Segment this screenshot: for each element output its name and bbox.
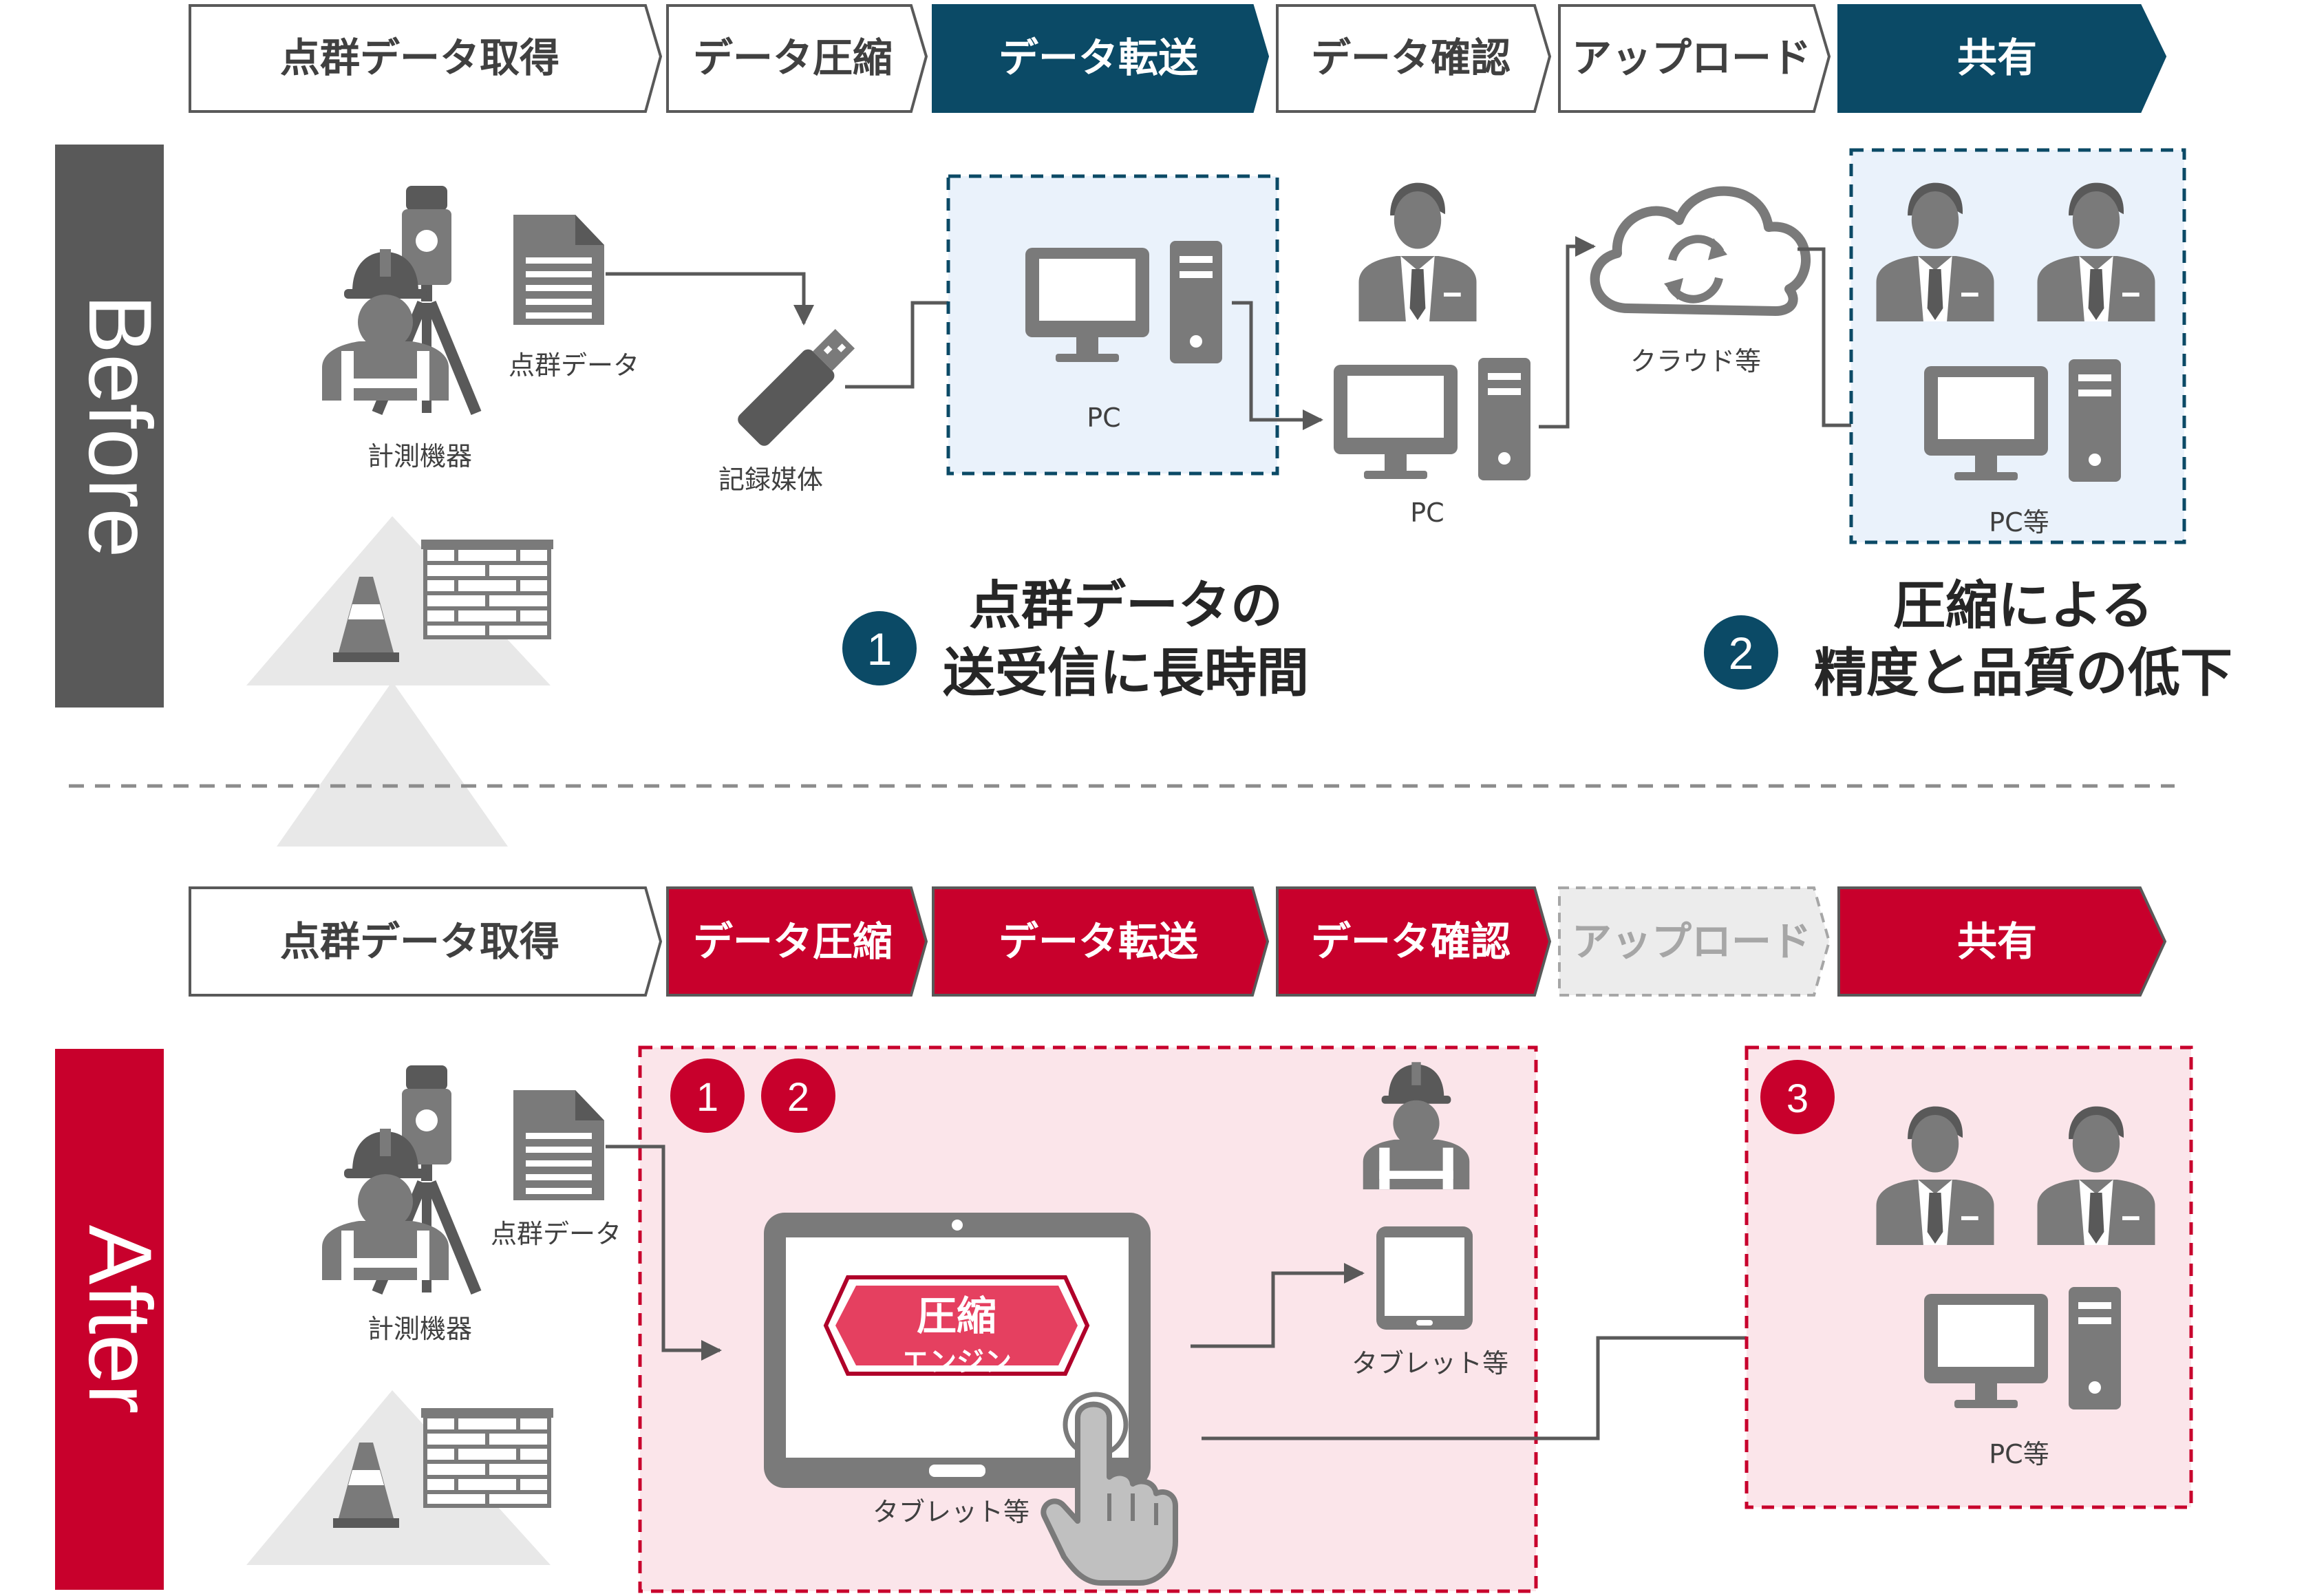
- before-pc-etc-label: PC等: [1989, 507, 2049, 538]
- before-measure-area: [277, 681, 508, 847]
- after-step-1[interactable]: 点群データ取得: [189, 886, 663, 997]
- issue-2-line2: 精度と品質の低下: [1814, 642, 2232, 703]
- cloud-icon: [1590, 186, 1811, 316]
- field-tablet-label: タブレット等: [1352, 1348, 1508, 1379]
- before-step-2-label: データ圧縮: [693, 34, 893, 81]
- arrow-tablet-to-share: [1202, 1336, 1844, 1440]
- engine-label-line1: 圧縮: [917, 1292, 996, 1339]
- before-pc2-label: PC: [1410, 498, 1444, 528]
- after-label-text: After: [70, 1225, 171, 1414]
- before-operator-icon: [1358, 182, 1477, 321]
- touch-hand-icon: [1041, 1392, 1178, 1586]
- after-step-2[interactable]: データ圧縮: [666, 886, 928, 997]
- before-share-highlight-box: [1849, 148, 2186, 544]
- arrow-doc-to-tablet: [606, 1145, 722, 1361]
- after-measuring-device-label: 計測機器: [367, 1314, 472, 1344]
- issue-1-line1: 点群データの: [969, 575, 1283, 636]
- engine-label-line2: エンジン: [902, 1346, 1012, 1378]
- issue-2-number: 2: [1729, 628, 1754, 679]
- after-measuring-scene: 計測機器: [246, 1065, 553, 1565]
- before-step-1-label: 点群データ取得: [280, 34, 559, 81]
- after-pc-etc-label: PC等: [1989, 1439, 2049, 1469]
- issue-2-badge: [1704, 615, 1778, 690]
- after-step-5[interactable]: アップロード: [1558, 886, 1831, 997]
- before-step-6[interactable]: 共有: [1837, 4, 2167, 113]
- before-step-6-label: 共有: [1957, 34, 2037, 81]
- before-step-2[interactable]: データ圧縮: [666, 4, 928, 113]
- after-section-label: After: [55, 1049, 171, 1590]
- storage-media-label: 記録媒体: [718, 465, 823, 495]
- after-step-2-label: データ圧縮: [693, 918, 893, 965]
- after-step-bar: 点群データ取得 データ圧縮 データ転送 データ確認 アップロード 共有: [189, 886, 2167, 997]
- main-tablet-label: タブレット等: [873, 1497, 1030, 1527]
- before-issue-1: 1 点群データの 送受信に長時間: [842, 575, 1309, 703]
- issue-1-line2: 送受信に長時間: [943, 642, 1309, 703]
- after-step-3-label: データ転送: [999, 918, 1198, 965]
- after-step-4-label: データ確認: [1311, 918, 1511, 965]
- before-step-1[interactable]: 点群データ取得: [189, 4, 663, 113]
- before-step-4-label: データ確認: [1311, 34, 1511, 81]
- field-tablet-icon: [1376, 1226, 1473, 1330]
- before-pc2-icon: [1334, 358, 1530, 480]
- before-issue-2: 2 圧縮による 精度と品質の低下: [1704, 575, 2232, 703]
- arrow-pc1-to-pc2: [1232, 301, 1323, 430]
- before-step-4[interactable]: データ確認: [1276, 4, 1552, 113]
- before-document-icon: [513, 215, 604, 325]
- before-wall-icon: [421, 540, 553, 637]
- before-measuring-scene: 計測機器: [246, 186, 553, 847]
- before-measuring-device-label: 計測機器: [367, 441, 472, 471]
- after-badge-1-number: 1: [696, 1075, 718, 1120]
- after-wall-icon: [421, 1408, 553, 1506]
- issue-1-badge: [842, 611, 917, 685]
- arrow-pc2-to-cloud: [1539, 236, 1596, 429]
- before-step-5-label: アップロード: [1572, 34, 1811, 81]
- after-badge-3: [1760, 1060, 1835, 1134]
- after-step-6[interactable]: 共有: [1837, 886, 2167, 997]
- before-label-text: Before: [70, 294, 171, 557]
- after-badge-2: [761, 1058, 835, 1133]
- after-step-3[interactable]: データ転送: [932, 886, 1270, 997]
- arrow-doc-to-usb: [606, 272, 814, 326]
- after-point-cloud-label: 点群データ: [491, 1219, 621, 1249]
- after-badge-3-number: 3: [1786, 1076, 1809, 1121]
- after-document-icon: [513, 1090, 604, 1200]
- cloud-label: クラウド等: [1630, 346, 1761, 376]
- compression-engine-badge[interactable]: 圧縮 エンジン: [823, 1275, 1090, 1378]
- after-badge-2-number: 2: [787, 1075, 809, 1120]
- before-point-cloud-label: 点群データ: [509, 350, 639, 381]
- usb-storage-icon: [738, 328, 855, 446]
- issue-2-line1: 圧縮による: [1893, 575, 2153, 636]
- before-step-5[interactable]: アップロード: [1558, 4, 1831, 113]
- after-step-1-label: 点群データ取得: [280, 918, 559, 965]
- before-step-3-label: データ転送: [999, 34, 1198, 81]
- before-step-3[interactable]: データ転送: [932, 4, 1270, 113]
- issue-1-number: 1: [867, 624, 893, 674]
- after-step-5-label: アップロード: [1572, 918, 1811, 965]
- before-step-bar: 点群データ取得 データ圧縮 データ転送 データ確認 アップロード 共有: [189, 4, 2167, 113]
- arrow-tablet-to-field: [1191, 1263, 1365, 1348]
- after-step-6-label: 共有: [1957, 918, 2037, 965]
- before-pc1-label: PC: [1087, 403, 1120, 433]
- after-badge-1: [670, 1058, 745, 1133]
- after-step-4[interactable]: データ確認: [1276, 886, 1552, 997]
- before-section-label: Before: [55, 145, 171, 707]
